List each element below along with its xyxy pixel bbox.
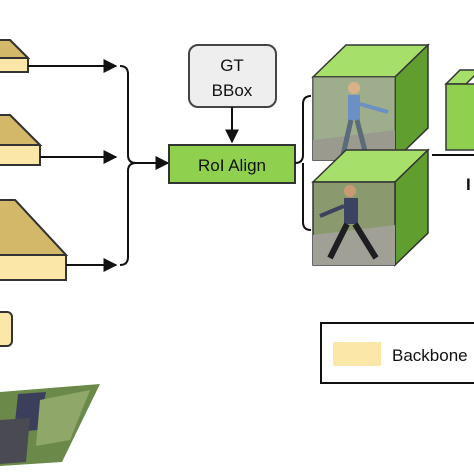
legend-backbone-swatch [333, 342, 381, 366]
feature-cube-1 [311, 43, 430, 162]
gt-bbox-box: GT BBox [188, 44, 277, 108]
roi-align-label: RoI Align [198, 156, 266, 175]
merge-bracket [119, 65, 137, 266]
output-block-partial [444, 69, 474, 151]
backbone-level-3 [0, 199, 69, 281]
split-bracket [294, 95, 312, 231]
person-figure-1 [340, 82, 389, 156]
person-figure-2 [319, 185, 379, 260]
backbone-level-2 [0, 114, 43, 166]
roi-align-box: RoI Align [168, 144, 296, 184]
backbone-level-4 [0, 311, 13, 347]
gt-bbox-line1: GT [220, 56, 244, 75]
gt-bbox-line2: BBox [212, 81, 253, 100]
legend-box: Backbone [320, 322, 474, 384]
partial-edge-text: I [466, 175, 471, 194]
input-image [0, 384, 100, 466]
backbone-level-1 [0, 39, 31, 73]
legend-backbone-label: Backbone [392, 346, 468, 365]
feature-cube-2 [311, 148, 430, 267]
